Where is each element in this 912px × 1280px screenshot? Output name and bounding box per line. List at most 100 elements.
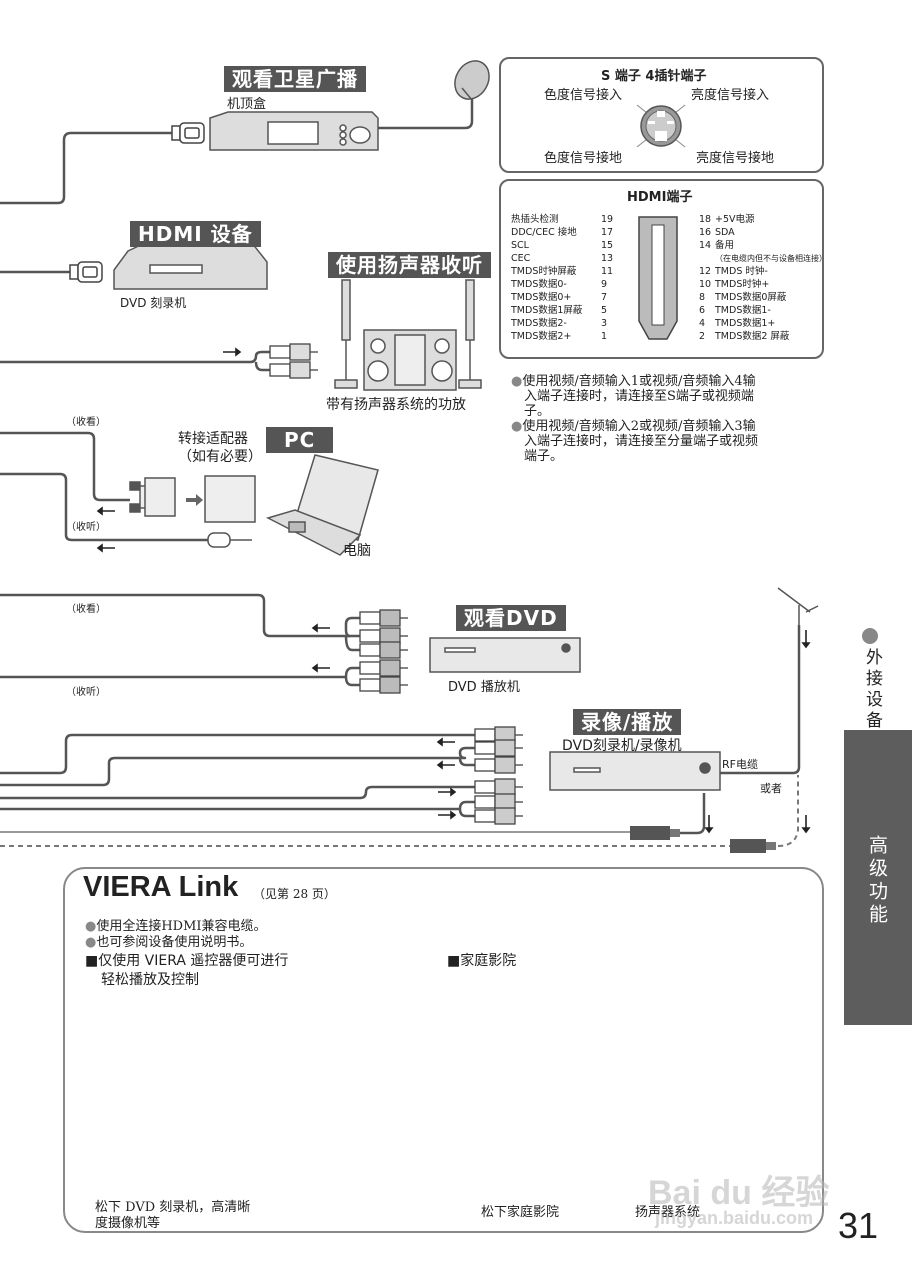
hdmi-pin-number: 16 [699,227,712,238]
cable-rf-dashed [0,775,799,847]
rf-plug-icon [730,839,776,853]
rca-plug-icon [474,756,523,774]
hdmi-pin-label: TMDS 时钟- [715,266,768,277]
rca-plugs [269,343,523,825]
hdmi-pin-label: TMDS数据2+ [511,331,572,342]
hdmi-pin-label: TMDS数据1- [715,305,771,316]
cable-rec-3 [0,785,475,800]
dvd-player-label: DVD 播放机 [448,680,520,695]
hdmi-pin-label: 备用 [715,240,735,251]
rca-plug-icon [269,361,318,379]
section-tag-dvd: 观看DVD [456,605,566,631]
cable-speaker [0,350,270,372]
cable-dvd-video [0,593,350,638]
hdmi-pin-number: 11 [601,266,614,277]
arrow-left-rec-2 [436,760,455,770]
hdmi-pin-number: 18 [699,214,712,225]
cable-rf-recorder [680,793,706,835]
section-tag-speaker: 使用扬声器收听 [328,252,491,278]
viera-bullet-1: ●使用全连接HDMI兼容电缆。 [85,919,267,934]
pc-watch-label: （收看） [66,417,106,428]
section-bullet-icon [862,628,878,644]
arrow-left-dvd-video [311,623,330,633]
side-label-external-devices[interactable]: 外接设备 [862,648,882,732]
hdmi-pin-row: （在电缆内但不与设备相连接） [699,252,827,265]
connection-notes: ●使用视频/音频输入1或视频/音频输入4输 入端子连接时，请连接至S端子或视频端… [511,374,758,464]
hdmi-pin-number: 2 [699,331,706,342]
hdmi-pin-label: TMDS数据1+ [715,318,776,329]
note-line: 子。 [524,404,551,419]
arrow-down-antenna [801,630,811,649]
viera-left-heading-2: 轻松播放及控制 [101,972,199,988]
s-terminal-title: S 端子 4插针端子 [601,69,707,84]
hdmi-pin-number: 8 [699,292,706,303]
hdmi-pin-number: 5 [601,305,608,316]
hdmi-pin-number: 7 [601,292,608,303]
hdmi-plug-icon [171,122,205,144]
pc-listen-label: （收听） [66,522,106,533]
luma-in-label: 亮度信号接入 [691,88,770,103]
hdmi-pin-row: TMDS数据2- 3 [511,317,621,330]
luma-gnd-label: 亮度信号接地 [696,151,775,166]
watermark-brand: Bai du 经验 [648,1174,830,1212]
settop-box-icon [209,111,379,151]
note-line: 入端子连接时，请连接至S端子或视频端 [524,389,754,404]
cable-rec-4 [0,800,475,818]
hdmi-pin-number: 14 [699,240,712,251]
rf-plug-icon [630,826,680,840]
hdmi-pin-label: CEC [511,253,531,264]
viera-link-ref[interactable]: （见第 28 页） [253,887,336,901]
hdmi-pin-label: TMDS数据0- [511,279,567,290]
arrow-down-rf-1 [704,815,714,834]
hdmi-pin-label: TMDS数据2- [511,318,567,329]
note-item: ●使用视频/音频输入1或视频/音频输入4输 [511,374,756,389]
dvd-watch-label: （收看） [66,604,106,615]
hdmi-pin-number: 10 [699,279,712,290]
arrow-left-rec-1 [436,737,455,747]
arrow-right-speaker [223,347,242,357]
hdmi-pin-number: 17 [601,227,614,238]
hdmi-pin-number: 3 [601,318,608,329]
watermark-url: jingyan.baidu.com [655,1208,814,1228]
rca-plug-icon [359,659,408,677]
s-terminal-connector-icon [636,104,686,148]
arrow-right-rec-4 [438,810,457,820]
viera-right-heading: ■家庭影院 [447,953,517,969]
or-label: 或者 [760,782,782,795]
arrow-right-rec-3 [438,787,457,797]
dvd-recorder-label: DVD 刻录机 [120,296,187,310]
hdmi-pin-label: TMDS数据1屏蔽 [511,305,583,316]
hdmi-pin-number: 9 [601,279,608,290]
note-item: ●使用视频/音频输入2或视频/音频输入3输 [511,419,756,434]
pc-label: 电脑 [343,543,371,559]
viera-link-panel: VIERA Link （见第 28 页） ●使用全连接HDMI兼容电缆。 ●也可… [63,867,824,1233]
viera-right-caption-1: 松下家庭影院 [481,1205,560,1220]
hdmi-pin-label: TMDS时钟屏蔽 [511,266,577,277]
bullet-icon: ● [511,419,523,434]
hdmi-terminal-title: HDMI端子 [627,190,693,205]
chroma-in-label: 色度信号接入 [544,88,623,103]
satellite-dish-icon [454,60,490,101]
section-tag-recorder: 录像/播放 [573,709,682,735]
rca-plug-icon [359,641,408,659]
hdmi-pin-number: 12 [699,266,712,277]
viera-bullet-2: ●也可参阅设备使用说明书。 [85,935,253,950]
hdmi-pin-label: TMDS数据0+ [511,292,572,303]
hdmi-pin-row: TMDS时钟屏蔽 11 [511,265,621,278]
adapter-label-2: （如有必要） [178,449,262,465]
cable-rec-2 [0,746,475,787]
cable-dish [378,98,474,130]
audio-mini-plug-icon [207,532,252,548]
hdmi-pin-label: SDA [715,227,735,238]
hdmi-pin-label: TMDS数据2 屏蔽 [715,331,790,342]
s-terminal-panel: S 端子 4插针端子 色度信号接入 亮度信号接入 色度信号接地 亮度信号接地 [499,57,824,173]
viera-left-caption-1: 松下 DVD 刻录机，高清晰 [95,1200,251,1215]
side-tab-advanced[interactable]: 高级功能 [844,730,912,1025]
hdmi-pin-number: 13 [601,253,614,264]
